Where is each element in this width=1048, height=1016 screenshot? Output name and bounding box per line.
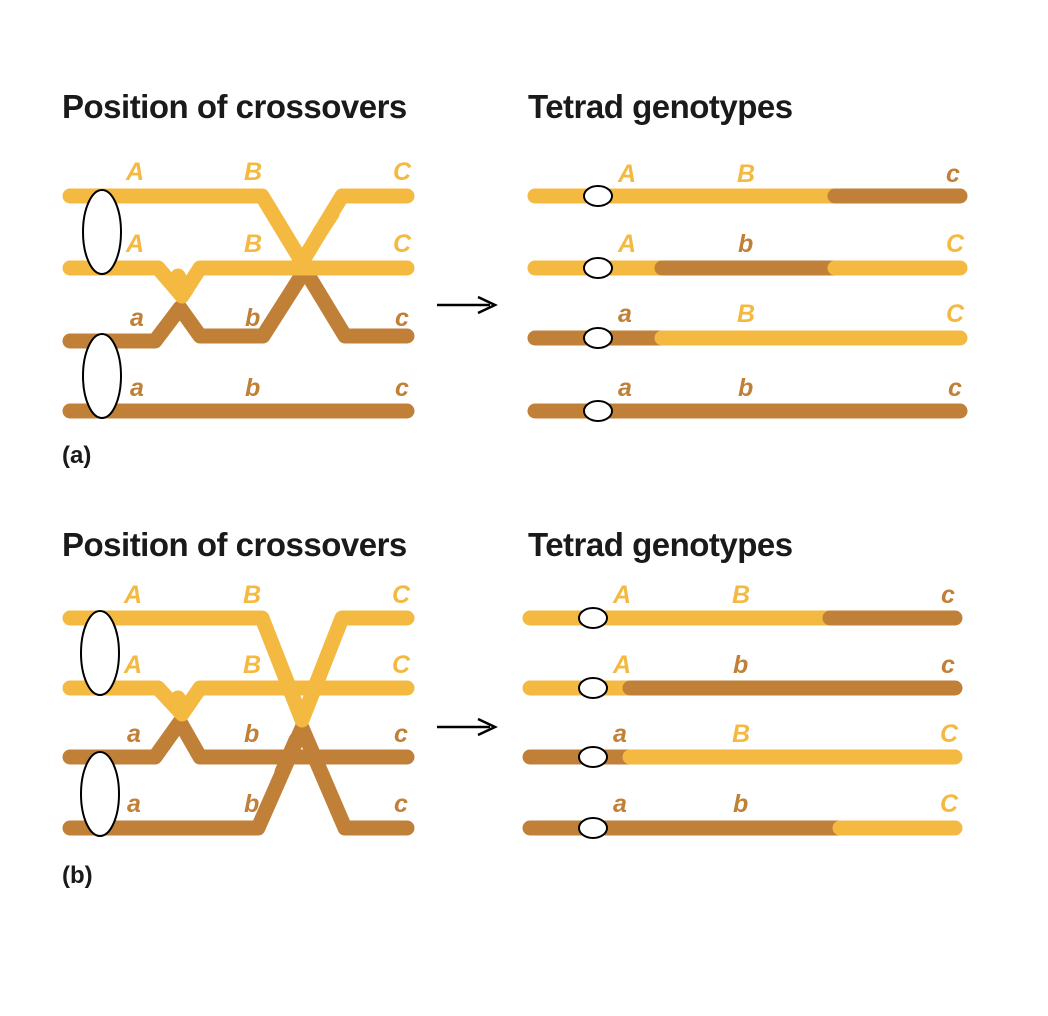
allele-label: A: [617, 160, 636, 188]
panel-a-left-labels: A B C A B C a b c a b c: [125, 158, 412, 402]
allele-label: a: [130, 304, 144, 332]
allele-label: C: [946, 230, 965, 258]
allele-label: B: [737, 300, 755, 328]
allele-label: c: [941, 651, 955, 679]
allele-label: A: [125, 230, 144, 258]
allele-label: c: [946, 160, 960, 188]
allele-label: A: [123, 581, 142, 609]
panel-b-tetrad-strands: [522, 607, 963, 839]
allele-label: B: [732, 720, 750, 748]
allele-label: b: [733, 790, 748, 818]
allele-label: c: [394, 720, 408, 748]
allele-label: B: [243, 581, 261, 609]
allele-label: C: [392, 581, 411, 609]
allele-label: C: [940, 720, 959, 748]
allele-label: A: [612, 581, 631, 609]
panel-a-label: (a): [62, 442, 92, 469]
allele-label: B: [243, 651, 261, 679]
allele-label: a: [618, 300, 632, 328]
allele-label: b: [244, 790, 259, 818]
allele-label: B: [732, 581, 750, 609]
allele-label: b: [244, 720, 259, 748]
strand-4b: [62, 720, 415, 836]
strand-2: [62, 260, 415, 304]
panel-b-tetrad-title: Tetrad genotypes: [528, 526, 793, 563]
allele-label: a: [127, 720, 141, 748]
panel-a-right-labels: A B c A b C a B C a b c: [617, 160, 965, 402]
panel-b-crossovers-title: Position of crossovers: [62, 526, 407, 563]
allele-label: c: [941, 581, 955, 609]
allele-label: B: [737, 160, 755, 188]
allele-label: b: [733, 651, 748, 679]
allele-label: A: [612, 651, 631, 679]
allele-label: b: [245, 304, 260, 332]
allele-label: B: [244, 230, 262, 258]
centromere-lower: [82, 333, 122, 419]
panel-b-right-labels: A B c A b c a B C a b C: [612, 581, 959, 818]
allele-label: a: [130, 374, 144, 402]
allele-label: b: [738, 230, 753, 258]
allele-label: A: [617, 230, 636, 258]
strand-1: [62, 188, 415, 270]
panel-a-crossovers-title: Position of crossovers: [62, 88, 407, 125]
allele-label: c: [394, 790, 408, 818]
allele-label: a: [618, 374, 632, 402]
allele-label: c: [395, 304, 409, 332]
arrow-a: [437, 295, 498, 315]
allele-label: c: [395, 374, 409, 402]
allele-label: A: [123, 651, 142, 679]
allele-label: C: [946, 300, 965, 328]
allele-label: B: [244, 158, 262, 186]
centromere-upper: [82, 189, 122, 275]
allele-label: c: [948, 374, 962, 402]
allele-label: C: [392, 651, 411, 679]
panel-a-tetrad-title: Tetrad genotypes: [528, 88, 793, 125]
panel-b-crossover-strands: [62, 610, 415, 837]
panel-a-tetrad-strands: [527, 185, 968, 422]
allele-label: A: [125, 158, 144, 186]
panel-b-left-labels: A B C A B C a b c a b c: [123, 581, 411, 818]
strand-3: [62, 262, 415, 349]
allele-label: a: [613, 790, 627, 818]
panel-b-label: (b): [62, 862, 93, 889]
allele-label: b: [245, 374, 260, 402]
arrow-b: [437, 717, 498, 737]
allele-label: b: [738, 374, 753, 402]
panel-a-crossover-strands: [62, 188, 415, 419]
allele-label: a: [613, 720, 627, 748]
allele-label: a: [127, 790, 141, 818]
allele-label: C: [393, 230, 412, 258]
allele-label: C: [393, 158, 412, 186]
allele-label: C: [940, 790, 959, 818]
